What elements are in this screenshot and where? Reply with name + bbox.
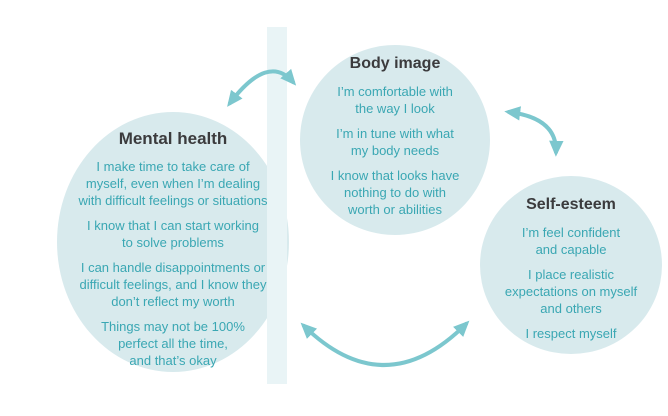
node-statement: Things may not be 100% perfect all the t… bbox=[101, 319, 245, 368]
node-statement: I’m in tune with what my body needs bbox=[336, 126, 454, 158]
arrow-body-image-self-esteem bbox=[504, 106, 564, 157]
node-statement: I respect myself bbox=[525, 326, 617, 341]
node-title-mental-health: Mental health bbox=[118, 129, 228, 148]
node-statement: I’m comfortable with the way I look bbox=[337, 84, 453, 116]
node-statement: I’m feel confident and capable bbox=[521, 225, 621, 257]
node-statement: I make time to take care of myself, even… bbox=[78, 159, 268, 208]
node-title-self-esteem: Self-esteem bbox=[526, 196, 616, 213]
node-statement: I know that I can start working to solve… bbox=[87, 218, 259, 250]
background-stripe bbox=[267, 27, 287, 384]
node-statement: I know that looks have nothing to do wit… bbox=[330, 168, 460, 217]
node-title-body-image: Body image bbox=[349, 55, 441, 72]
node-statement: I can handle disappointments or difficul… bbox=[79, 260, 267, 309]
node-statement: I place realistic expectations on myself… bbox=[504, 267, 638, 316]
node-mental-health: Mental health I make time to take care o… bbox=[57, 112, 289, 372]
node-self-esteem: Self-esteem I’m feel confident and capab… bbox=[480, 176, 662, 354]
node-body-image: Body image I’m comfortable with the way … bbox=[300, 45, 490, 235]
arrow-self-esteem-mental-health bbox=[300, 320, 470, 367]
